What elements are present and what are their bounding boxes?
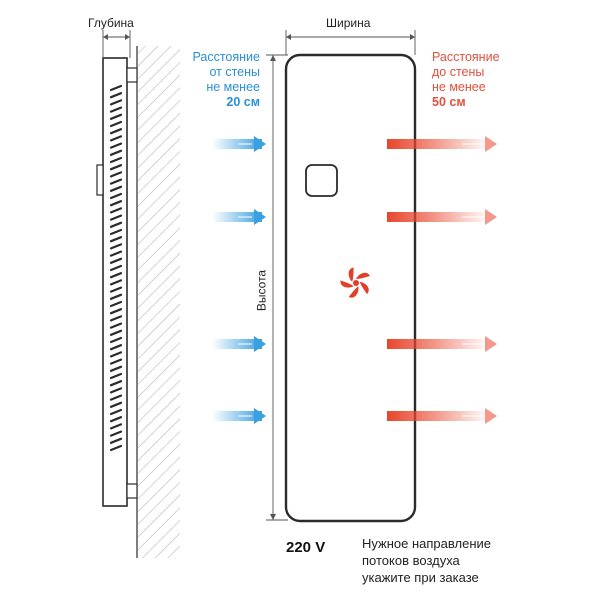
vent-fin	[109, 120, 123, 128]
left-distance-line: от стены	[209, 65, 260, 79]
airflow-note-line: Нужное направление	[362, 536, 491, 551]
cold-arrow-icon	[212, 336, 266, 352]
vent-fin	[109, 286, 123, 293]
vent-fin	[109, 372, 123, 380]
vent-fin	[109, 185, 123, 192]
vent-fin	[109, 113, 123, 120]
vent-fin	[109, 315, 123, 322]
vent-fin	[109, 300, 123, 308]
vent-fin	[109, 322, 123, 329]
vent-fin	[109, 236, 123, 243]
vent-fin	[109, 171, 123, 178]
vent-fin	[109, 344, 123, 351]
vent-fin	[109, 250, 123, 257]
vent-fin	[109, 336, 123, 344]
airflow-note-line: потоков воздуха	[362, 553, 460, 568]
hot-arrow-icon	[387, 136, 497, 152]
hot-arrow-icon	[387, 209, 497, 225]
vent-fin	[109, 243, 123, 250]
height-label: Высота	[254, 269, 269, 312]
fan-icon	[340, 267, 370, 298]
vent-fin	[109, 279, 123, 286]
cold-arrow-icon	[212, 136, 266, 152]
vent-fin	[109, 351, 123, 358]
vent-fin	[109, 423, 123, 430]
airflow-note: Нужное направление потоков воздуха укажи…	[362, 535, 562, 586]
vent-fin	[109, 178, 123, 185]
vent-fin	[109, 358, 123, 365]
vent-fin	[109, 128, 123, 135]
vent-fin	[109, 164, 123, 171]
vent-fin	[109, 106, 123, 113]
vent-fin	[109, 329, 123, 336]
vent-fin	[109, 394, 123, 401]
vent-fin	[109, 401, 123, 408]
vent-fin	[109, 293, 123, 300]
vent-fin	[109, 408, 123, 416]
heater-front-view	[284, 53, 417, 523]
left-distance-line: не менее	[206, 80, 260, 94]
vent-fin	[109, 200, 123, 207]
width-dimension	[285, 30, 416, 55]
left-distance-note: Расстояние от стены не менее 20 см	[150, 50, 260, 110]
vent-fin	[109, 92, 123, 99]
vent-fin	[109, 308, 123, 315]
vent-fin	[109, 192, 123, 200]
vent-fin	[109, 207, 123, 214]
vent-fin	[109, 264, 123, 272]
vent-fin	[109, 84, 123, 92]
vent-fin	[109, 221, 123, 228]
vent-fin	[109, 228, 123, 236]
vent-fin	[109, 156, 123, 164]
right-distance-note: Расстояние до стены не менее 50 см	[432, 50, 542, 110]
right-distance-value: 50 см	[432, 95, 466, 109]
vent-fin	[109, 257, 123, 264]
side-vent-fins	[109, 84, 123, 452]
wall	[136, 46, 180, 558]
cold-arrow-icon	[212, 408, 266, 424]
hot-air-arrows	[387, 136, 497, 424]
vent-fin	[109, 437, 123, 444]
vent-fin	[109, 272, 123, 279]
right-distance-line: до стены	[432, 65, 485, 79]
width-label: Ширина	[326, 16, 371, 30]
hot-arrow-icon	[387, 336, 497, 352]
vent-fin	[109, 416, 123, 423]
vent-fin	[109, 387, 123, 394]
depth-label: Глубина	[88, 16, 134, 30]
vent-fin	[109, 444, 123, 452]
right-distance-line: не менее	[432, 80, 486, 94]
cold-arrow-icon	[212, 209, 266, 225]
vent-fin	[109, 149, 123, 156]
heater-side-view	[96, 57, 138, 507]
voltage-label: 220 V	[286, 539, 326, 556]
left-distance-line: Расстояние	[192, 50, 260, 64]
vent-fin	[109, 135, 123, 142]
vent-fin	[109, 380, 123, 387]
vent-fin	[109, 214, 123, 221]
airflow-note-line: укажите при заказе	[362, 570, 479, 585]
right-distance-line: Расстояние	[432, 50, 500, 64]
height-dimension	[266, 54, 288, 521]
depth-dimension	[102, 30, 131, 58]
hot-arrow-icon	[387, 408, 497, 424]
vent-fin	[109, 99, 123, 106]
left-distance-value: 20 см	[226, 95, 260, 109]
vent-fin	[109, 142, 123, 149]
cold-air-arrows	[212, 136, 266, 424]
control-panel-icon	[305, 164, 338, 197]
vent-fin	[109, 365, 123, 372]
vent-fin	[109, 430, 123, 437]
